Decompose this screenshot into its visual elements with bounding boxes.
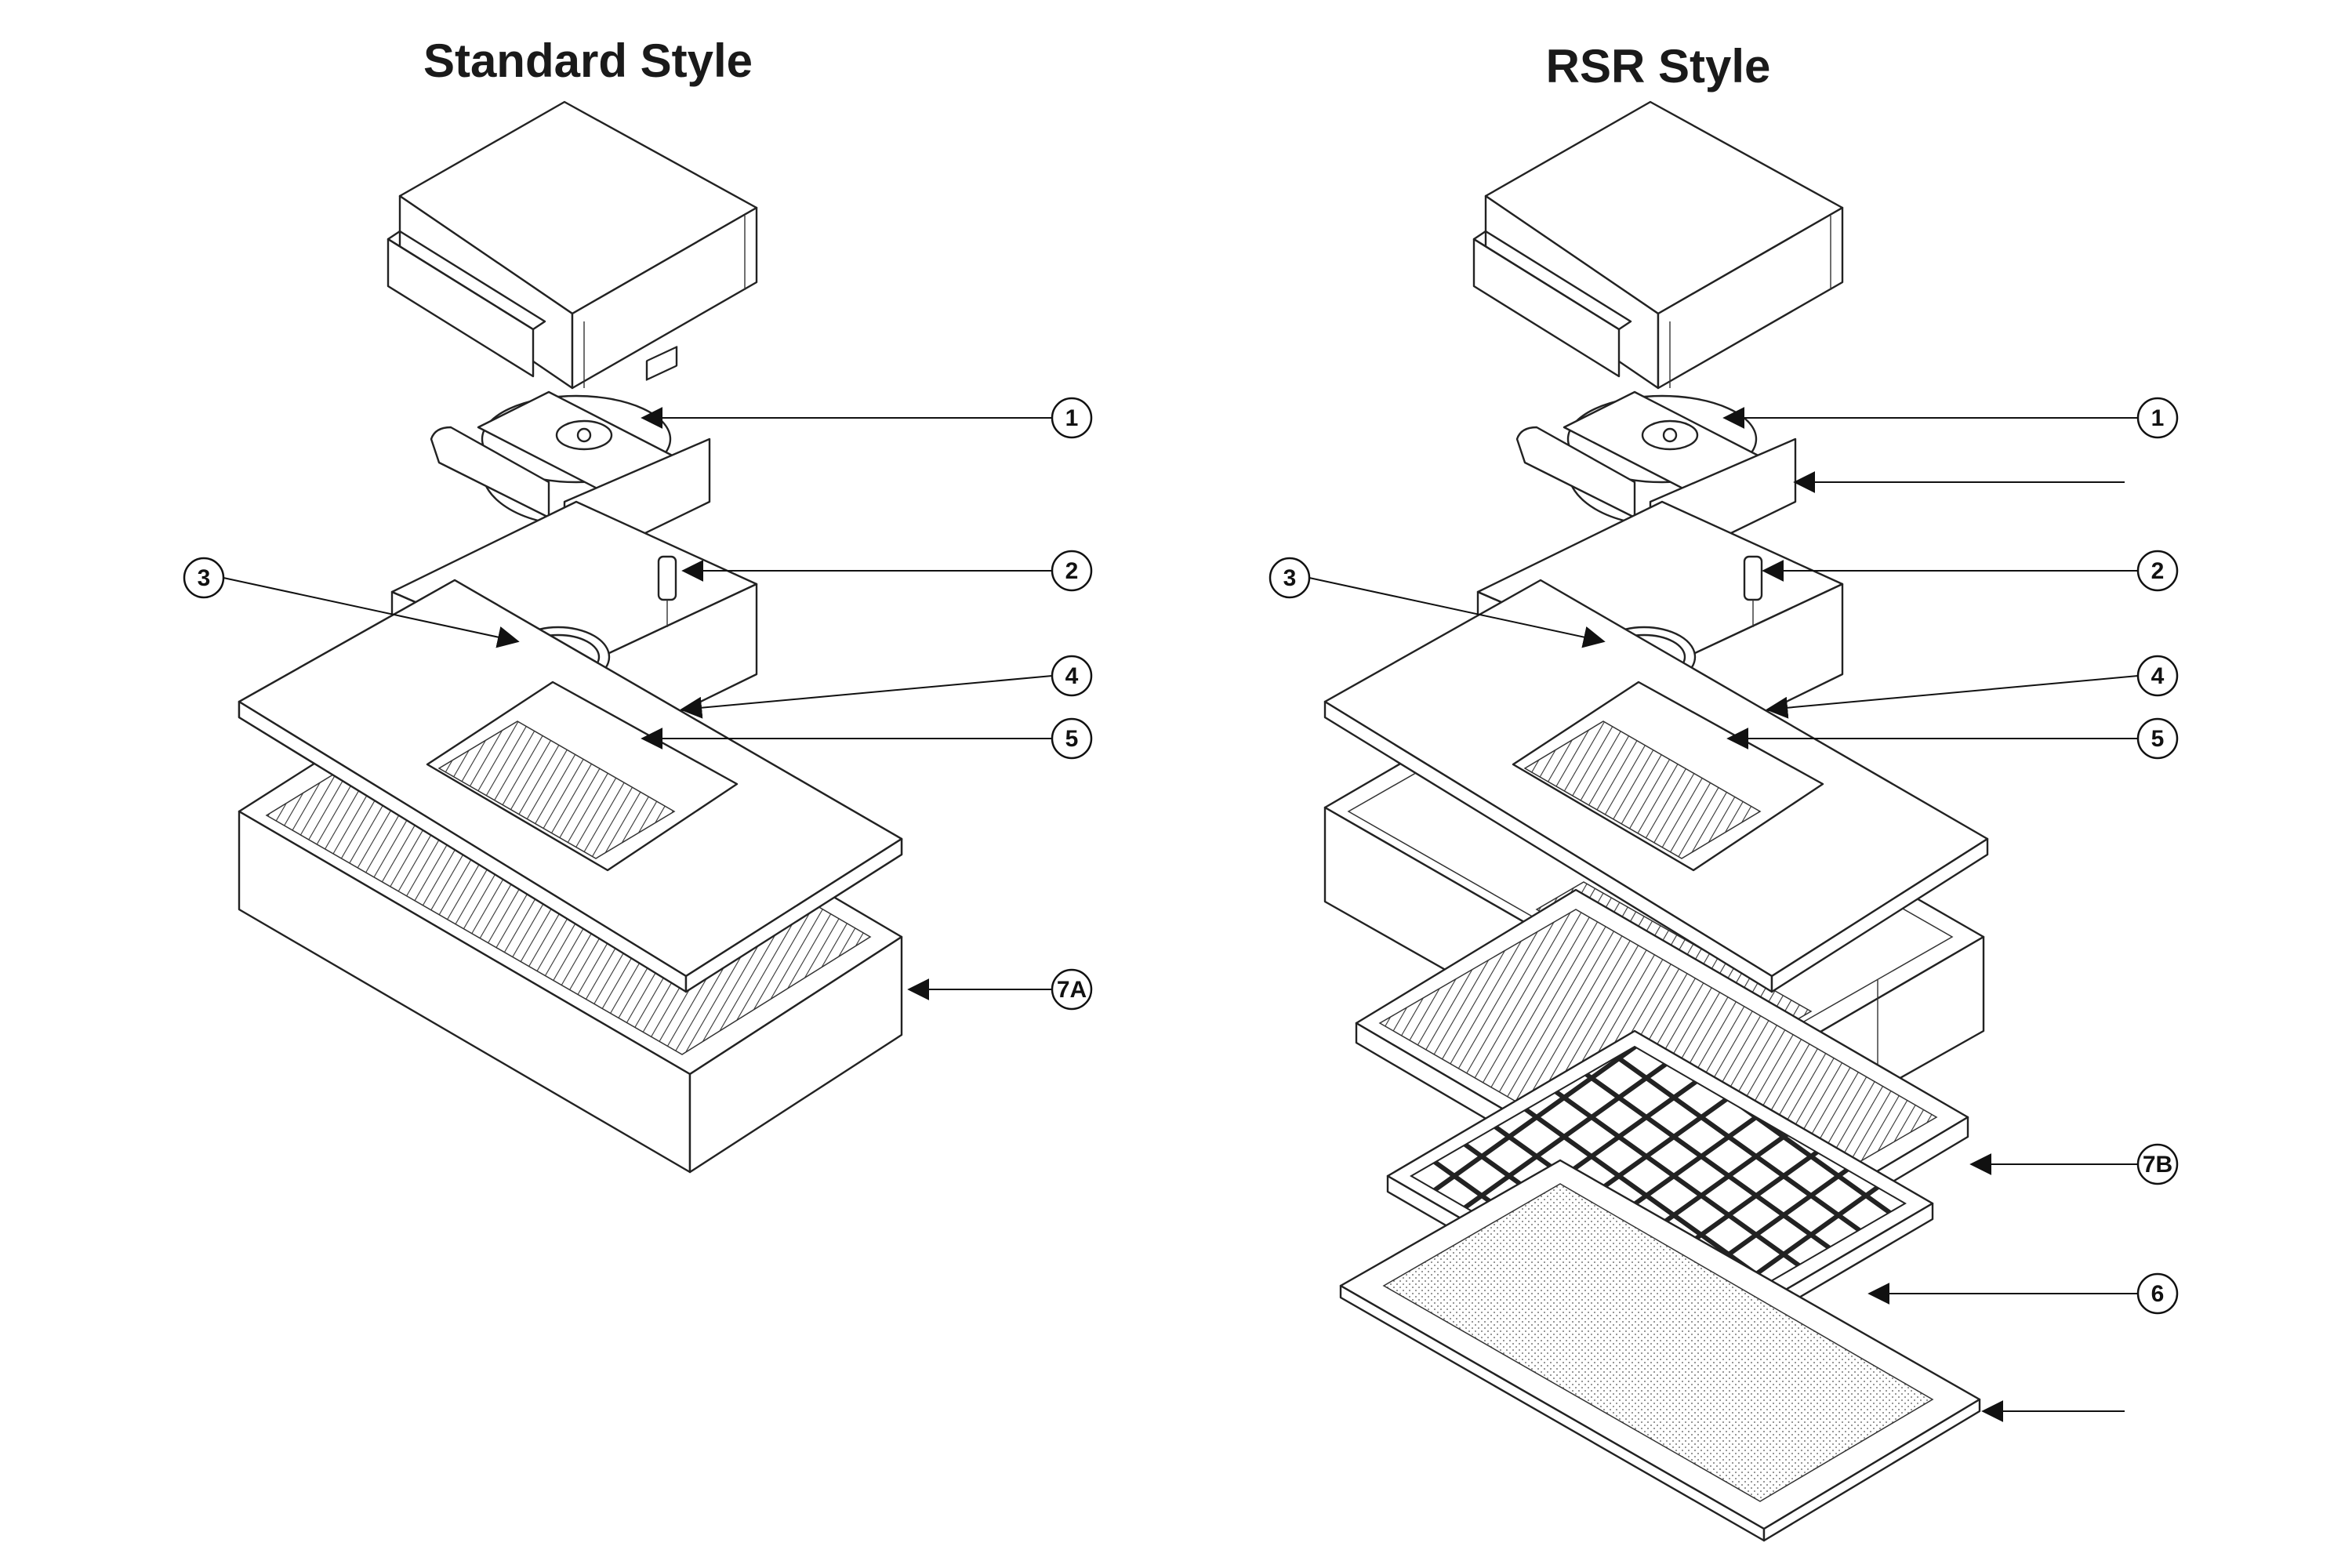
bottom-grille-frame [1339, 1159, 1981, 1542]
filter-box-7a [238, 579, 903, 1174]
blower-fan [1515, 390, 1797, 574]
callout-bubble [183, 557, 225, 599]
callout-bubble [1051, 550, 1093, 592]
callout-bubble [2136, 717, 2179, 760]
callouts-rsr: 1 2 3 4 5 7B 6 [1269, 397, 2179, 1315]
blower-fan [430, 390, 711, 574]
callout-label: 4 [2151, 663, 2165, 689]
standard-style-assembly [223, 100, 1053, 1174]
callout-label: 6 [2151, 1281, 2165, 1307]
callout-bubble [2136, 655, 2179, 697]
leader-line [1308, 577, 1606, 648]
callout-label: 3 [198, 565, 211, 591]
callout-label: 5 [1065, 726, 1079, 752]
leader-line [223, 577, 520, 648]
callout-bubble [1051, 655, 1093, 697]
callout-label: 4 [1065, 663, 1079, 689]
top-hood [1472, 100, 1844, 390]
callout-label: 1 [1065, 405, 1079, 431]
callout-bubble [2136, 397, 2179, 439]
title-rsr-style: RSR Style [1546, 40, 1771, 93]
leader-line [680, 675, 1053, 719]
top-hood [387, 100, 758, 390]
callout-label: 2 [2151, 558, 2165, 584]
callouts-standard: 1 2 3 4 5 7A [183, 397, 1093, 1011]
callout-bubble [2136, 1272, 2179, 1315]
callout-bubble [1051, 397, 1093, 439]
callout-label: 7A [1057, 977, 1087, 1003]
callout-bubble [2136, 1143, 2179, 1185]
leader-line [1766, 675, 2139, 719]
title-standard-style: Standard Style [423, 34, 753, 87]
callout-label: 5 [2151, 726, 2165, 752]
callout-label: 3 [1283, 565, 1297, 591]
callout-label: 1 [2151, 405, 2165, 431]
callout-label: 7B [2143, 1152, 2172, 1178]
callout-bubble [1051, 717, 1093, 760]
base-plate [1323, 579, 1989, 993]
callout-bubble [1051, 968, 1093, 1011]
callout-bubble [2136, 550, 2179, 592]
callout-bubble [1269, 557, 1311, 599]
callout-label: 2 [1065, 558, 1079, 584]
rsr-style-assembly [1308, 100, 2139, 1542]
